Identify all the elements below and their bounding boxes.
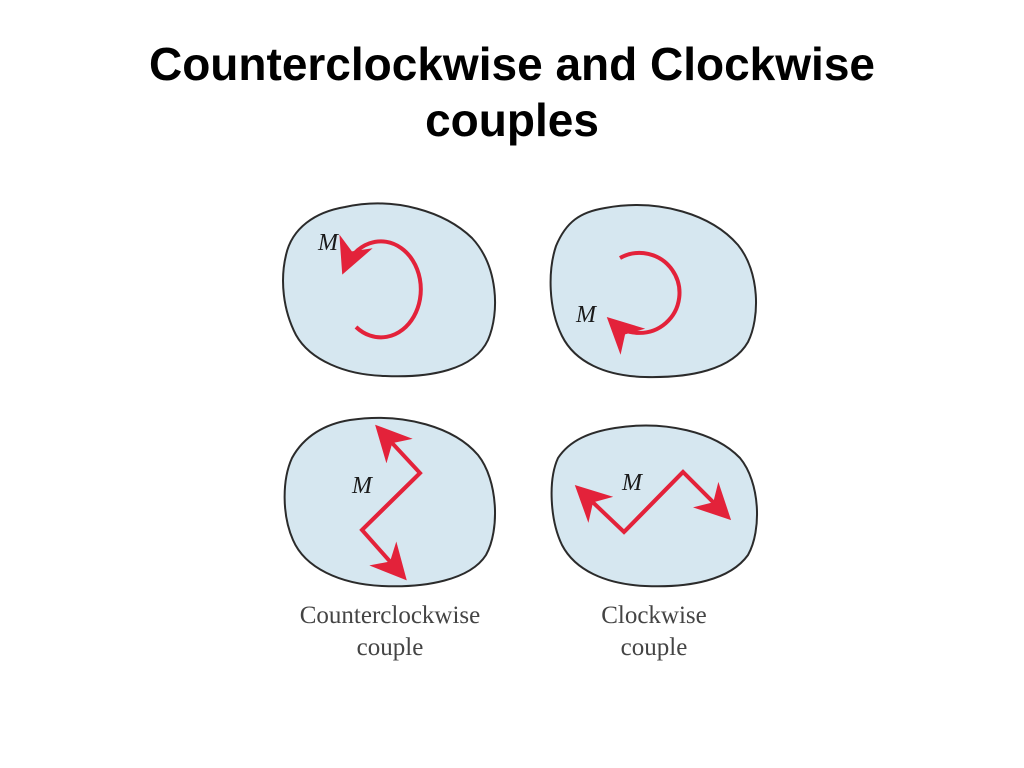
panel-cw-couple: M bbox=[550, 424, 758, 588]
title-line-1: Counterclockwise and Clockwise bbox=[148, 38, 875, 90]
rigid-body-shape bbox=[282, 202, 497, 378]
caption-line-1: Counterclockwise bbox=[299, 602, 481, 629]
caption-clockwise: Clockwise couple bbox=[520, 600, 788, 664]
slide-title: Counterclockwise and Clockwise couples bbox=[0, 36, 1024, 148]
rigid-body-shape bbox=[549, 204, 757, 379]
ccw-moment-arc bbox=[339, 234, 423, 340]
caption-line-2: couple bbox=[356, 634, 424, 661]
panel-ccw-couple: M bbox=[283, 416, 496, 588]
caption-counterclockwise: Counterclockwise couple bbox=[240, 600, 540, 664]
moment-label: M bbox=[351, 473, 374, 499]
rigid-body-shape bbox=[550, 424, 758, 588]
moment-label: M bbox=[317, 230, 340, 256]
caption-line-1: Clockwise bbox=[601, 602, 707, 629]
cw-moment-arc bbox=[606, 250, 682, 355]
title-line-2: couples bbox=[425, 94, 599, 146]
caption-line-2: couple bbox=[620, 634, 688, 661]
moment-label: M bbox=[621, 470, 644, 496]
panel-ccw-moment: M bbox=[282, 202, 497, 378]
left-force-vector bbox=[574, 470, 685, 535]
moment-label: M bbox=[575, 302, 598, 328]
lower-force-vector bbox=[359, 471, 422, 581]
panel-cw-moment: M bbox=[549, 204, 757, 379]
